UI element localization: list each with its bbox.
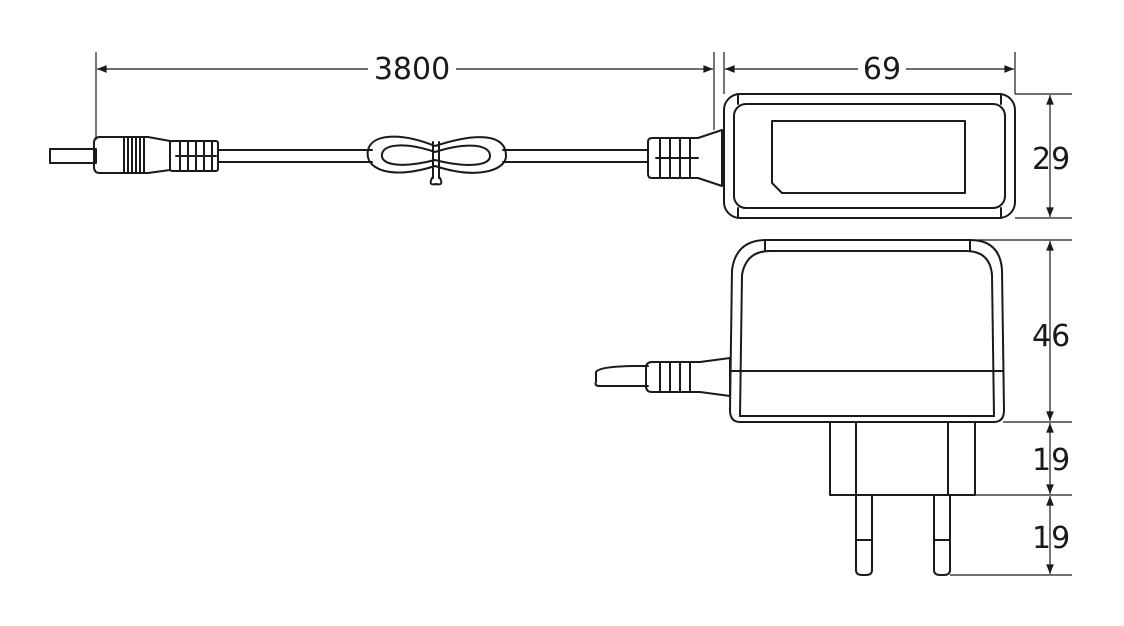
dimension-label-cable-length: 3800 [374,52,450,87]
dimension-label-plug-base: 19 [1032,443,1070,478]
dimension-label-body-width: 69 [863,52,901,87]
dimension-cable-length: 3800 [95,52,715,140]
dimension-body-width: 69 [723,52,1016,94]
dimension-label-pin-length: 19 [1032,521,1070,556]
adapter-side-view [594,239,1005,576]
dimension-label-body-height: 46 [1032,319,1070,354]
dimension-vertical: 29 46 19 19 [950,93,1072,576]
adapter-top-view [647,93,1016,219]
dc-plug [49,136,219,174]
dimension-label-body-depth: 29 [1032,142,1070,177]
cable [217,135,649,186]
